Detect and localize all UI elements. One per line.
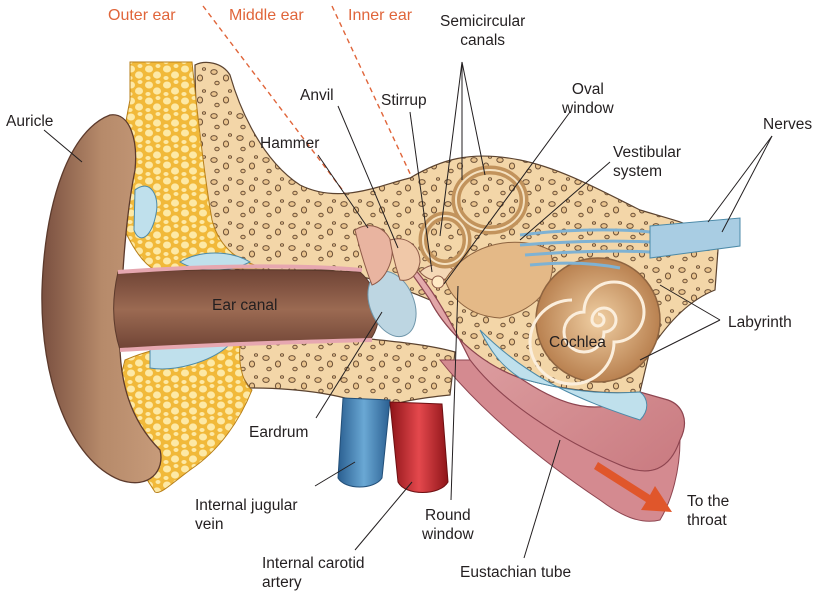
cochlea-shape: [536, 258, 660, 382]
label-jugular-line2: vein: [195, 515, 298, 534]
label-internal-jugular-vein: Internal jugular vein: [195, 496, 298, 534]
label-oval-window: Oval window: [562, 80, 614, 118]
label-nerves: Nerves: [763, 115, 812, 134]
label-throat-line2: throat: [687, 511, 729, 530]
label-semicircular-canals: Semicircular canals: [440, 12, 525, 50]
label-labyrinth: Labyrinth: [728, 313, 792, 332]
label-semicircular-line1: Semicircular: [440, 12, 525, 31]
label-eardrum: Eardrum: [249, 423, 308, 442]
label-oval-line1: Oval: [562, 80, 614, 99]
label-round-line2: window: [422, 525, 474, 544]
label-eustachian-tube: Eustachian tube: [460, 563, 571, 582]
label-jugular-line1: Internal jugular: [195, 496, 298, 515]
label-vestibular-system: Vestibular system: [613, 143, 681, 181]
label-ear-canal: Ear canal: [212, 296, 277, 315]
region-middle-ear: Middle ear: [229, 6, 304, 25]
label-stirrup: Stirrup: [381, 91, 427, 110]
label-oval-line2: window: [562, 99, 614, 118]
label-hammer: Hammer: [260, 134, 319, 153]
label-to-the-throat: To the throat: [687, 492, 729, 530]
carotid-artery-shape: [390, 402, 448, 493]
label-round-line1: Round: [422, 506, 474, 525]
region-outer-ear: Outer ear: [108, 6, 176, 25]
label-vestibular-line1: Vestibular: [613, 143, 681, 162]
label-carotid-line1: Internal carotid: [262, 554, 365, 573]
label-semicircular-line2: canals: [440, 31, 525, 50]
label-carotid-line2: artery: [262, 573, 365, 592]
label-round-window: Round window: [422, 506, 474, 544]
region-inner-ear: Inner ear: [348, 6, 412, 25]
label-cochlea: Cochlea: [549, 333, 606, 352]
jugular-vein-shape: [338, 398, 390, 487]
label-vestibular-line2: system: [613, 162, 681, 181]
label-anvil: Anvil: [300, 86, 334, 105]
label-throat-line1: To the: [687, 492, 729, 511]
oval-window-shape: [432, 276, 444, 288]
label-internal-carotid-artery: Internal carotid artery: [262, 554, 365, 592]
label-auricle: Auricle: [6, 112, 53, 131]
